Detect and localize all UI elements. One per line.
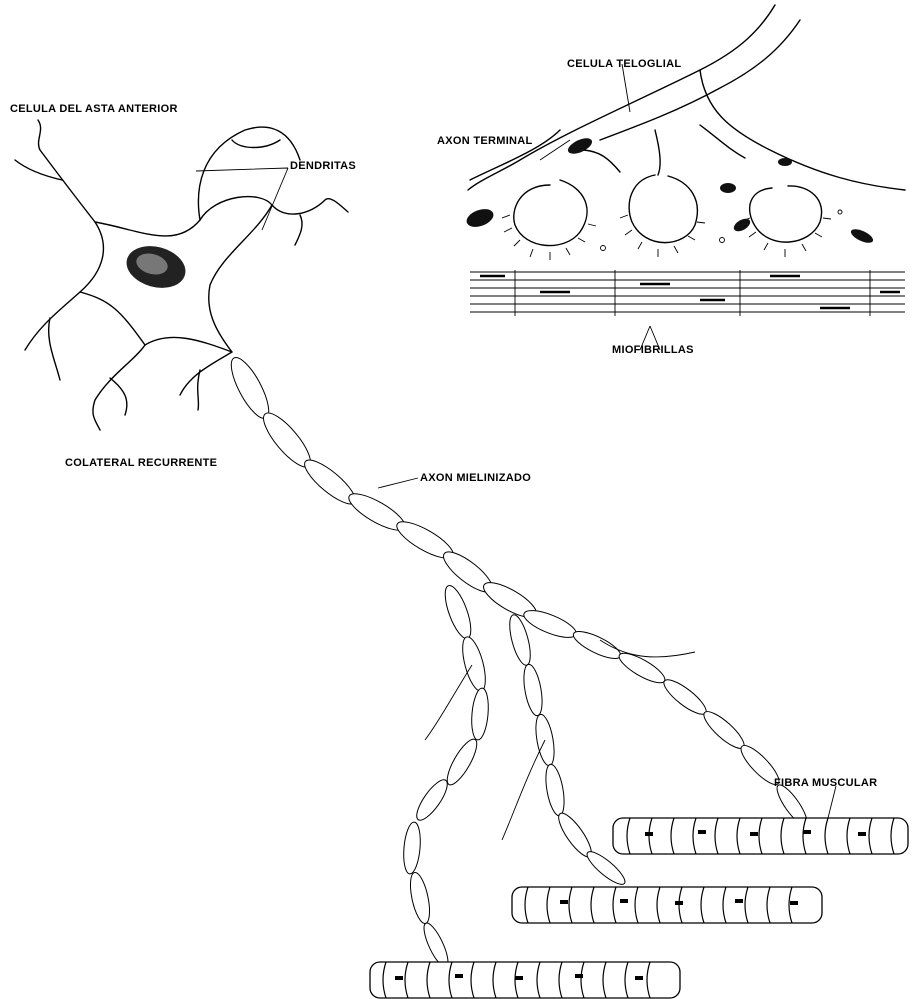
junction-inset bbox=[464, 5, 905, 260]
label-myofibrils: MIOFIBRILLAS bbox=[612, 344, 694, 356]
dendrite-right bbox=[272, 199, 348, 245]
dendrite-lower-right bbox=[180, 352, 232, 410]
muscle-fiber-bottom bbox=[370, 962, 680, 998]
muscle-fiber-leader bbox=[828, 786, 836, 818]
dendrite-lower-left bbox=[25, 292, 80, 380]
dendrites-leader bbox=[196, 168, 288, 230]
label-teloglial-cell: CELULA TELOGLIAL bbox=[567, 58, 681, 70]
label-axon-terminal: AXON TERMINAL bbox=[437, 135, 533, 147]
axon-branch-3 bbox=[402, 583, 490, 970]
label-dendrites: DENDRITAS bbox=[290, 160, 356, 172]
muscle-fiber-top bbox=[613, 818, 908, 854]
teloglial-leader bbox=[622, 64, 630, 112]
myelinated-axon bbox=[224, 353, 541, 624]
axon-branch-1 bbox=[521, 605, 812, 829]
axon-leader bbox=[378, 478, 418, 488]
dendrite-upper-left bbox=[15, 120, 95, 222]
terminal-bulb-1 bbox=[514, 180, 587, 246]
label-collateral: COLATERAL RECURRENTE bbox=[65, 457, 217, 469]
muscle-fiber-middle bbox=[512, 887, 822, 923]
myofibrils bbox=[470, 270, 905, 316]
teloglial-cell bbox=[468, 5, 775, 190]
label-cell: CELULA DEL ASTA ANTERIOR bbox=[10, 103, 178, 115]
label-muscle-fiber: FIBRA MUSCULAR bbox=[774, 777, 877, 789]
dendrite-lower bbox=[93, 345, 145, 430]
label-myelinated-axon: AXON MIELINIZADO bbox=[420, 472, 531, 484]
